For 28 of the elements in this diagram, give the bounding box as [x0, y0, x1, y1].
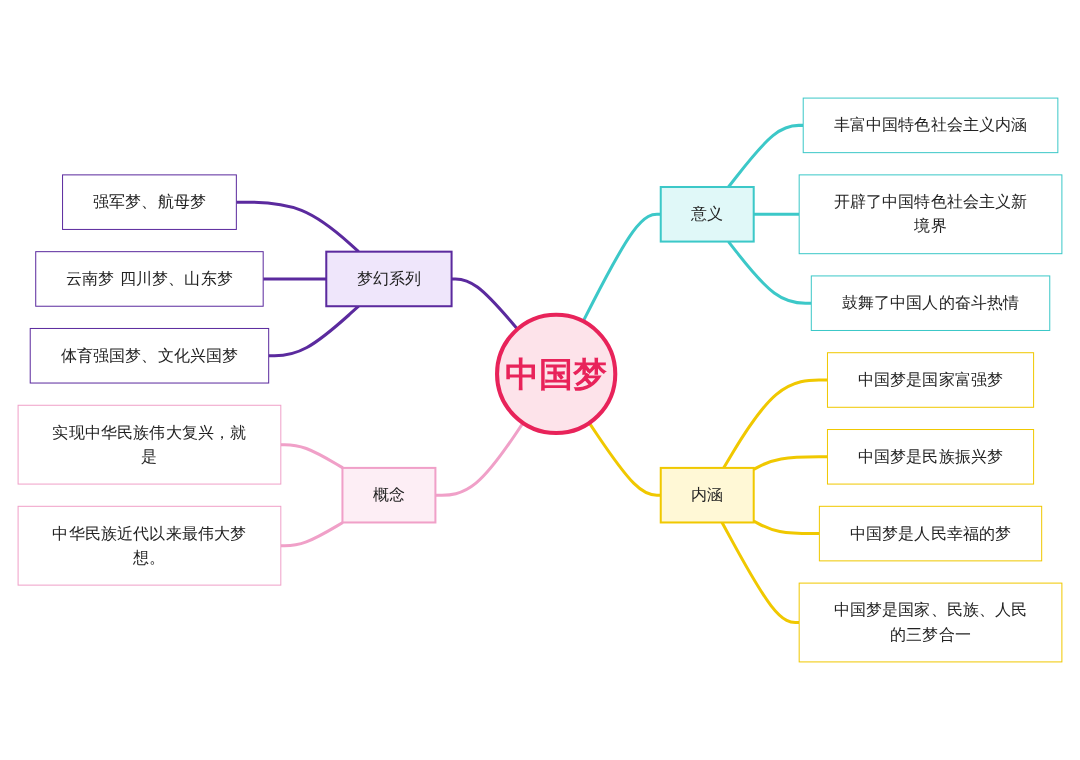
- connector: [451, 277, 519, 331]
- connector: [727, 123, 804, 188]
- node-box: 体育强国梦、文化兴国梦: [29, 327, 270, 384]
- connector: [263, 277, 327, 281]
- connector: [753, 212, 800, 216]
- node-box: 强军梦、航母梦: [62, 174, 237, 230]
- node-box: 实现中华民族伟大复兴，就是: [17, 404, 282, 485]
- connector: [752, 455, 828, 471]
- connector: [587, 422, 661, 497]
- connector: [752, 519, 820, 536]
- node-box: 内涵: [659, 466, 755, 524]
- node-box: 中国梦是民族振兴梦: [826, 429, 1035, 485]
- node-box: 概念: [341, 466, 437, 524]
- node-box: 云南梦 四川梦、山东梦: [35, 251, 264, 307]
- node-box: 中国梦是国家富强梦: [826, 352, 1035, 408]
- node-box: 中华民族近代以来最伟大梦想。: [17, 505, 282, 586]
- node-box: 中国梦是人民幸福的梦: [818, 505, 1043, 562]
- node-box: 鼓舞了中国人的奋斗热情: [810, 275, 1051, 331]
- node-box: 意义: [659, 186, 755, 243]
- node-circle: 中国梦: [495, 312, 618, 436]
- node-box: 丰富中国特色社会主义内涵: [802, 97, 1059, 154]
- connector: [280, 521, 344, 548]
- connector: [722, 378, 828, 469]
- node-box: 开辟了中国特色社会主义新境界: [798, 174, 1063, 255]
- connector: [280, 443, 344, 470]
- node-box: 中国梦是国家、民族、人民的三梦合一: [798, 582, 1063, 663]
- node-box: 梦幻系列: [325, 250, 453, 308]
- connector: [435, 422, 525, 497]
